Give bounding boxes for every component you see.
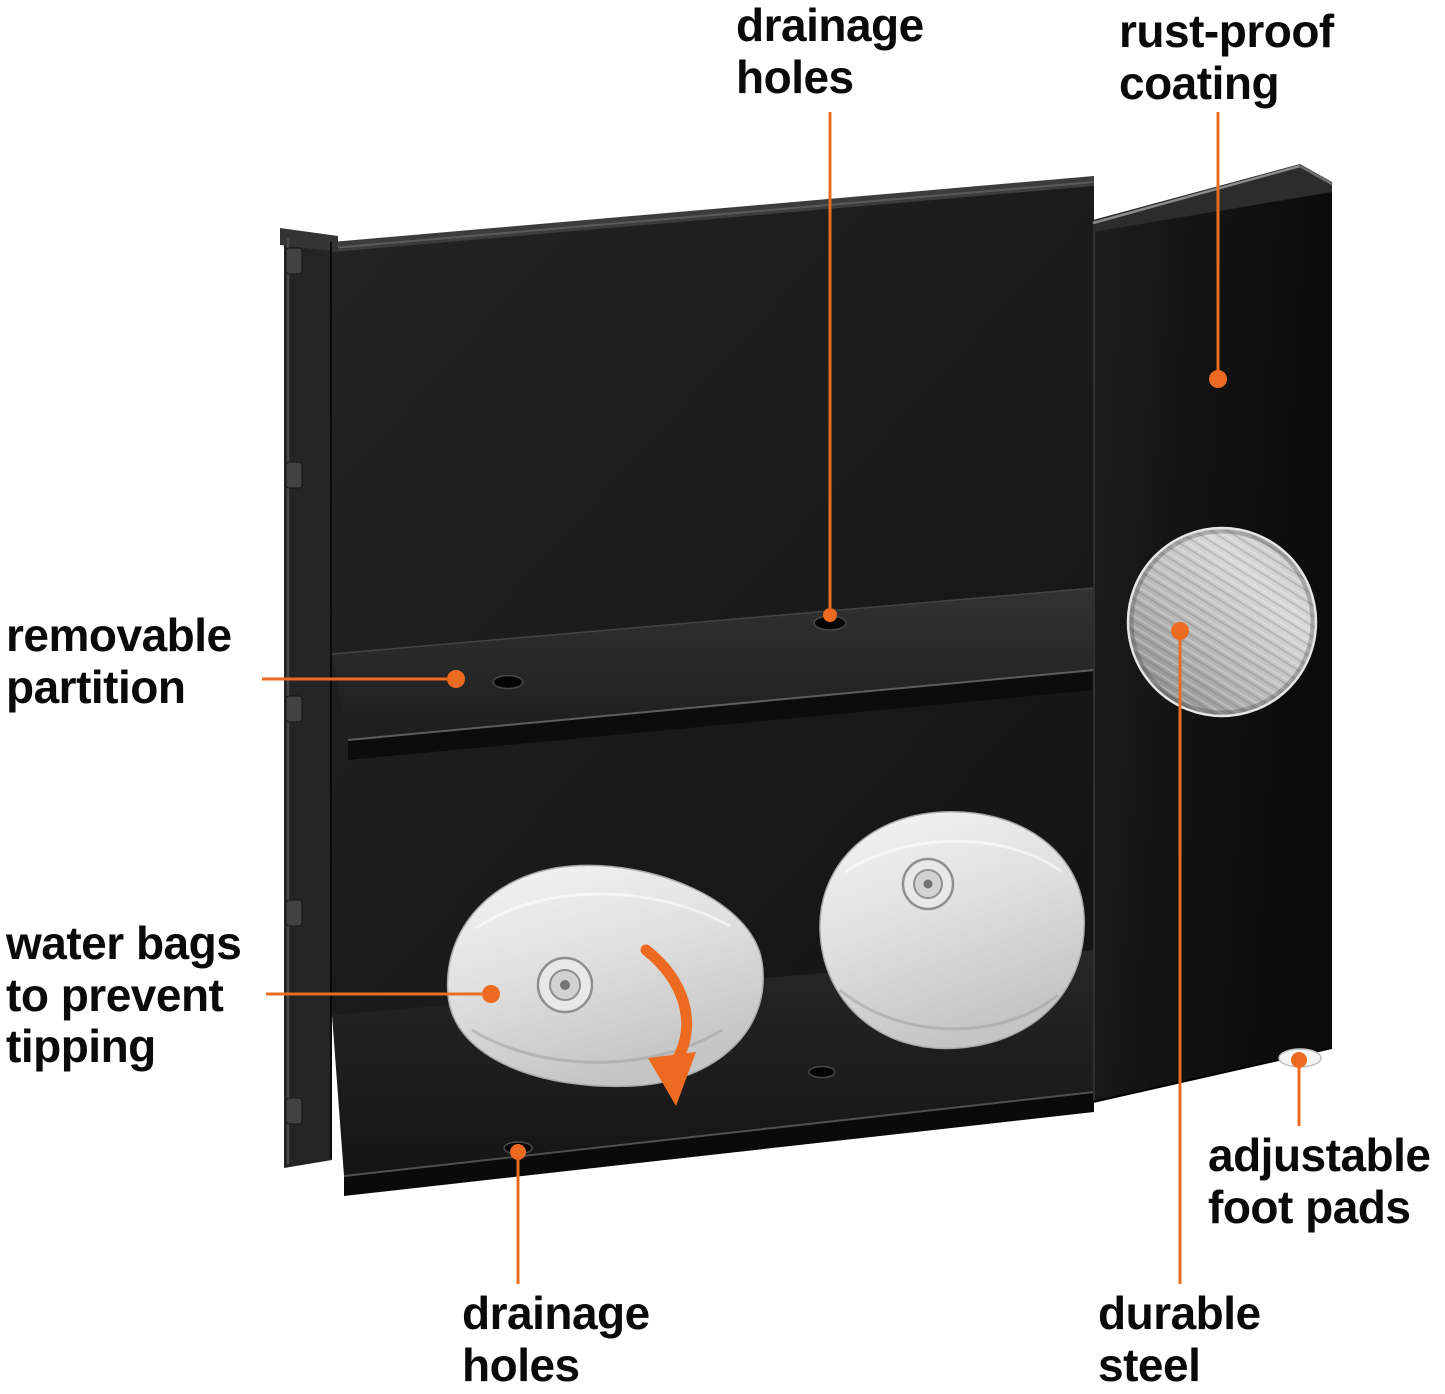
right-panel-top-rim <box>1093 164 1332 232</box>
shelf-surface <box>332 588 1094 740</box>
left-frame <box>280 228 338 1168</box>
valve-icon <box>536 956 594 1014</box>
callout-rust-proof-coating <box>1209 112 1227 388</box>
callout-durable-steel <box>1171 622 1189 1284</box>
valve-icon <box>901 857 955 911</box>
steel-inset-icon <box>1126 526 1318 718</box>
shelf-front-edge <box>347 669 1095 741</box>
water-bag-shade <box>471 1028 723 1064</box>
floor-drainage-hole <box>808 1065 836 1079</box>
label-drainage-holes-bottom: drainage holes <box>462 1287 650 1391</box>
back-panel <box>331 176 1095 1017</box>
frame-clip <box>285 695 303 723</box>
drop-arrow-icon <box>640 944 696 1106</box>
label-durable-steel: durable steel <box>1098 1287 1261 1391</box>
floor-front-lip <box>344 1092 1094 1196</box>
partition-shelf <box>331 587 1095 760</box>
shelf-drainage-hole <box>492 674 524 690</box>
water-bag-shade <box>839 988 1059 1031</box>
water-bag-body <box>819 811 1085 1050</box>
label-adjustable-foot-pads: adjustable foot pads <box>1208 1129 1431 1233</box>
steel-inset-border <box>1126 526 1318 718</box>
callout-water-bags <box>266 985 500 1003</box>
water-bag-right <box>819 811 1085 1050</box>
callout-drainage-holes-bottom <box>510 1144 526 1284</box>
shelf-front-lip <box>348 670 1094 760</box>
callouts <box>262 112 1307 1284</box>
frame-clip <box>285 1097 303 1125</box>
water-bag-crease <box>844 839 1063 874</box>
back-panel-face <box>332 186 1094 1017</box>
rim-corner-edge <box>1299 164 1333 186</box>
steel-inset-inner-ring <box>1128 528 1316 716</box>
floor-front-edge <box>343 1091 1095 1177</box>
callout-removable-partition <box>262 670 465 688</box>
left-frame-cap <box>280 228 338 252</box>
label-drainage-holes-top: drainage holes <box>736 0 924 103</box>
planter-box <box>280 164 1333 1196</box>
callout-drainage-holes-top <box>823 112 837 622</box>
label-removable-partition: removable partition <box>6 609 232 713</box>
back-panel-top-edge <box>331 181 1095 249</box>
frame-clip <box>285 247 303 275</box>
label-water-bags: water bags to prevent tipping <box>6 917 242 1073</box>
frame-clip <box>285 899 303 927</box>
water-bag-crease <box>475 892 731 930</box>
callout-adjustable-foot-pads <box>1291 1052 1307 1126</box>
label-rust-proof-coating: rust-proof coating <box>1119 5 1334 109</box>
shelf-back-edge <box>331 587 1095 655</box>
steel-inset-texture <box>1128 528 1316 716</box>
frame-clip <box>285 461 303 489</box>
rim-highlight <box>1092 164 1301 225</box>
